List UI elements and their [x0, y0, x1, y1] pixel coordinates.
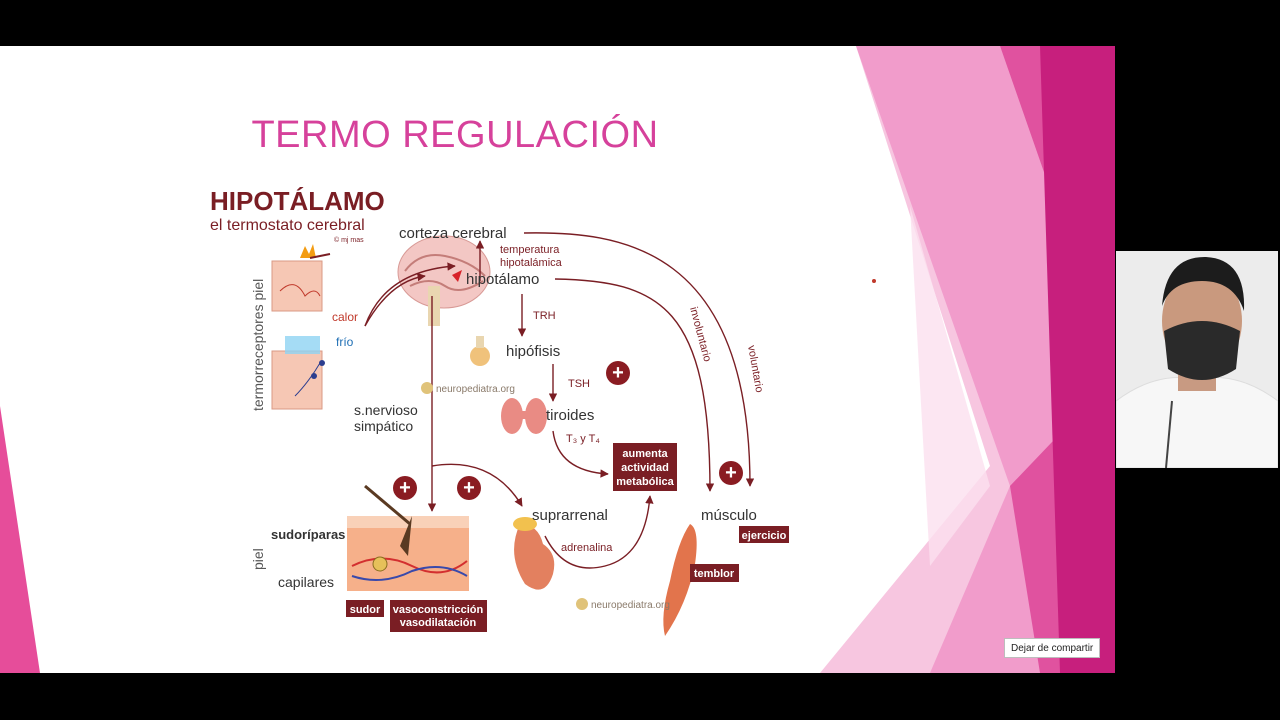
- kidney-illustration: [513, 517, 555, 590]
- label-simpatico: simpático: [354, 418, 413, 434]
- label-actividad: actividad: [621, 462, 669, 474]
- label-hipofisis: hipófisis: [506, 343, 560, 360]
- slide-title: TERMO REGULACIÓN: [251, 114, 659, 156]
- label-involuntario: involuntario: [687, 306, 713, 363]
- skin-cold-illustration: [271, 336, 325, 410]
- plus-icon: +: [457, 476, 481, 500]
- label-voluntario: voluntario: [745, 344, 765, 393]
- plus-icon: +: [393, 476, 417, 500]
- diagram-credit: © mj mas: [334, 236, 364, 244]
- svg-text:+: +: [399, 477, 411, 499]
- label-metabolica: metabólica: [616, 476, 674, 488]
- muscle-illustration: [663, 524, 697, 636]
- watermark-icon: [421, 382, 433, 394]
- diagram-arrows: [364, 232, 755, 569]
- label-piel: piel: [250, 548, 266, 570]
- label-termorreceptores: termorreceptores piel: [250, 279, 266, 411]
- label-suprarrenal: suprarrenal: [532, 507, 608, 524]
- label-ejercicio: ejercicio: [742, 530, 787, 542]
- plus-icon: +: [606, 361, 630, 385]
- label-vasoconstriccion: vasoconstricción: [393, 604, 484, 616]
- label-sudor: sudor: [350, 604, 381, 616]
- pituitary-illustration: [470, 336, 490, 366]
- diagram-heading: HIPOTÁLAMO: [210, 186, 385, 216]
- watermark-2: neuropediatra.org: [591, 600, 670, 611]
- label-aumenta: aumenta: [622, 448, 668, 460]
- ejercicio-box: [739, 526, 789, 543]
- vaso-box: [390, 600, 487, 632]
- svg-text:+: +: [725, 462, 737, 484]
- label-hipotalamo: hipotálamo: [466, 271, 539, 288]
- label-adrenalina: adrenalina: [561, 542, 613, 554]
- sudor-box: [346, 600, 384, 617]
- skin-heat-illustration: [271, 244, 331, 312]
- presenter-avatar: [1116, 251, 1278, 468]
- label-snervioso: s.nervioso: [354, 402, 418, 418]
- label-calor: calor: [332, 310, 358, 324]
- label-temblor: temblor: [694, 568, 735, 580]
- label-sudoriparas: sudoríparas: [271, 527, 345, 542]
- watermark-1: neuropediatra.org: [436, 384, 515, 395]
- svg-text:+: +: [463, 477, 475, 499]
- webcam-video: [1116, 251, 1278, 468]
- temblor-box: [690, 564, 739, 582]
- label-temperatura: temperatura: [500, 244, 560, 256]
- label-musculo: músculo: [701, 507, 757, 524]
- laser-pointer-dot: [872, 279, 876, 283]
- label-tsh: TSH: [568, 378, 590, 390]
- watermark-icon: [576, 598, 588, 610]
- brain-illustration: [397, 235, 491, 326]
- aumenta-box: [613, 443, 677, 491]
- label-hipotalamica: hipotalámica: [500, 257, 563, 269]
- label-tiroides: tiroides: [546, 407, 594, 424]
- thermoregulation-diagram: HIPOTÁLAMO el termostato cerebral © mj m…: [210, 186, 876, 636]
- label-trh: TRH: [533, 310, 556, 322]
- label-frio: frío: [336, 335, 354, 349]
- skin-section-illustration: [347, 484, 469, 591]
- diagram-subheading: el termostato cerebral: [210, 217, 365, 234]
- label-corteza: corteza cerebral: [399, 225, 507, 242]
- thyroid-illustration: [501, 398, 547, 434]
- slide-decoration: [0, 46, 1115, 673]
- svg-text:+: +: [612, 362, 624, 384]
- plus-icon: +: [719, 461, 743, 485]
- label-t3t4: T₃ y T₄: [566, 433, 600, 445]
- stop-sharing-button[interactable]: Dejar de compartir: [1004, 638, 1101, 658]
- label-capilares: capilares: [278, 574, 334, 590]
- label-vasodilatacion: vasodilatación: [400, 617, 477, 629]
- presentation-slide: TERMO REGULACIÓN HIPOTÁLAMO el termostat…: [0, 46, 1115, 673]
